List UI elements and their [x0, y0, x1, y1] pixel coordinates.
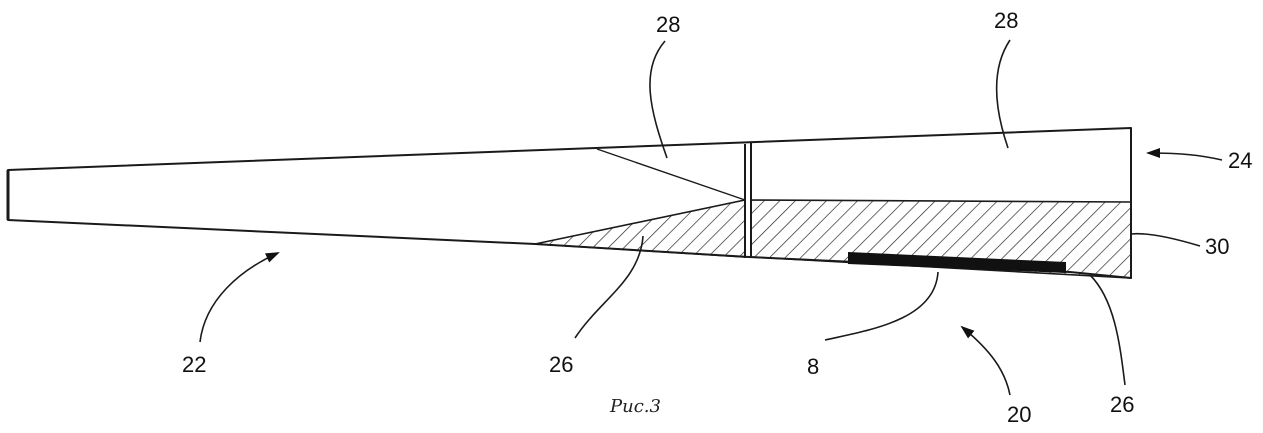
leader-26-right [1089, 274, 1126, 386]
leader-26-left [574, 235, 644, 339]
leader-30 [1130, 232, 1201, 247]
label-8: 8 [807, 354, 819, 379]
arrow-22 [199, 252, 280, 343]
leader-28-right [995, 39, 1011, 149]
label-20: 20 [1007, 402, 1031, 427]
element-8-strip [848, 252, 1066, 273]
leader-8 [824, 271, 939, 341]
label-24: 24 [1228, 148, 1252, 173]
label-30: 30 [1205, 234, 1229, 259]
figure-caption: Рис.3 [609, 396, 661, 417]
label-26-right: 26 [1110, 392, 1134, 417]
label-28-right: 28 [994, 8, 1018, 33]
arrow-24 [1146, 148, 1223, 161]
arrow-20 [960, 325, 1011, 396]
label-26-left: 26 [549, 352, 573, 377]
leader-28-left [649, 40, 668, 159]
label-28-left: 28 [656, 12, 680, 37]
internal-diagonal-line [596, 148, 746, 201]
hatched-region-left [534, 199, 746, 258]
label-22: 22 [182, 352, 206, 377]
